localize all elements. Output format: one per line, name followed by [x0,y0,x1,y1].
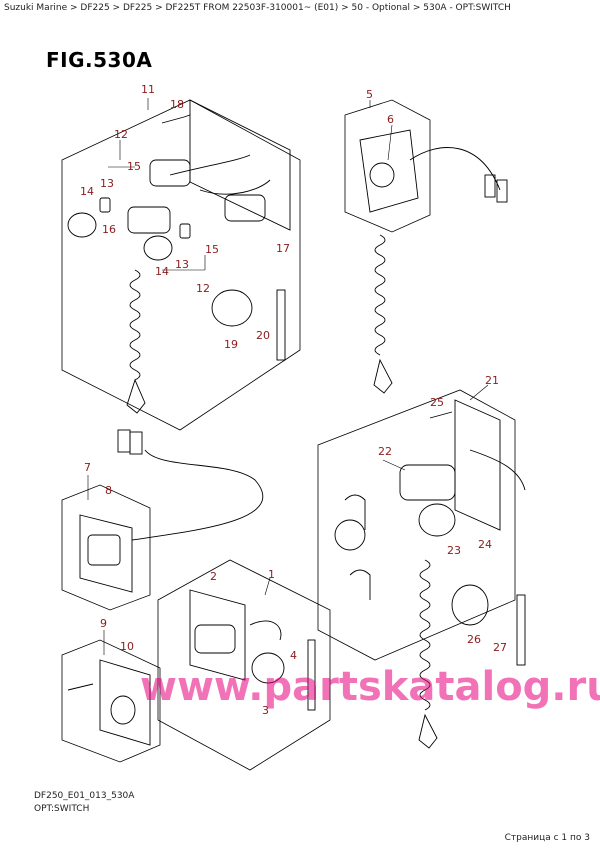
lanyard-clip-11 [126,378,146,414]
switch-knob-10 [110,695,136,725]
screw-9 [67,683,94,691]
switch-plate-17 [189,99,291,231]
harness-wire-11 [169,154,271,195]
callout-4: 4 [290,649,297,662]
switch-plate-24 [454,399,501,531]
callout-14-lower: 14 [155,265,169,278]
breadcrumb: Suzuki Marine > DF225 > DF225 > DF225T F… [4,3,511,13]
screw-25 [429,411,453,419]
switch-knob-14-upper [67,212,97,238]
lanyard-coil-21 [419,559,431,711]
callout-18: 18 [170,98,184,111]
figure-title: FIG.530A [46,48,153,72]
lanyard-clip-6 [373,358,393,394]
callout-16: 16 [102,223,116,236]
drawing-code: DF250_E01_013_530A [34,791,135,801]
callout-24: 24 [478,538,492,551]
switch-body-2 [194,624,236,654]
callout-1: 1 [268,568,275,581]
callout-12-lower: 12 [196,282,210,295]
callout-11: 11 [141,83,155,96]
page-indicator[interactable]: Страница с 1 по 3 [504,833,590,843]
key-13-lower [179,223,191,239]
cable-tie-4 [307,639,316,711]
callout-26: 26 [467,633,481,646]
key-13-upper [99,197,111,213]
cable-tie-27 [516,594,526,666]
group-box-9 [61,639,161,763]
callout-21: 21 [485,374,499,387]
switch-plate-10 [99,659,151,746]
callout-15-lower: 15 [205,243,219,256]
callout-14-upper: 14 [80,185,94,198]
callout-2: 2 [210,570,217,583]
group-box-7 [61,484,151,611]
callout-20: 20 [256,329,270,342]
switch-knob-14-lower [143,235,173,261]
callout-27: 27 [493,641,507,654]
callout-22: 22 [378,445,392,458]
keys-22 [334,494,371,600]
callout-25: 25 [430,396,444,409]
switch-knob-6 [369,162,395,188]
group-box-21 [317,389,516,661]
switch-knob-8 [87,534,121,566]
watermark: www.partskatalog.ru [140,664,600,710]
callout-6: 6 [387,113,394,126]
screw-18 [161,114,191,124]
lanyard-coil-11 [129,269,141,381]
lanyard-coil-6 [374,234,386,356]
callout-3: 3 [262,704,269,717]
callout-17: 17 [276,242,290,255]
callout-9: 9 [100,617,107,630]
connector-6a [484,174,496,198]
harness-wire-6 [409,147,501,191]
figure-caption: OPT:SWITCH [34,804,90,814]
switch-knob-23 [418,503,456,537]
callout-7: 7 [84,461,91,474]
callout-23: 23 [447,544,461,557]
lanyard-clip-21 [418,713,438,749]
switch-plate-6 [359,129,419,213]
connector-8b [129,431,143,455]
harness-wire-8 [131,449,264,541]
callout-5: 5 [366,88,373,101]
switch-plate-2 [189,589,246,681]
callout-15-upper: 15 [127,160,141,173]
callout-13-lower: 13 [175,258,189,271]
callout-13-upper: 13 [100,177,114,190]
group-box-5 [344,99,431,233]
switch-plate-8 [79,514,133,593]
callout-12-upper: 12 [114,128,128,141]
callout-19: 19 [224,338,238,351]
harness-wire-21 [469,449,526,491]
callout-8: 8 [105,484,112,497]
switch-body-16 [127,206,171,234]
cable-tie-20 [276,289,286,361]
harness-wire-2 [249,620,282,641]
cap-26 [451,584,489,626]
switch-body-15-lower [224,194,266,222]
cap-19 [211,289,253,327]
connector-6b [496,179,508,203]
switch-cap-3 [251,652,285,684]
switch-body-22 [399,464,456,501]
callout-10: 10 [120,640,134,653]
switch-body-15-upper [149,159,191,187]
connector-8a [117,429,131,453]
group-box-1 [157,559,331,771]
